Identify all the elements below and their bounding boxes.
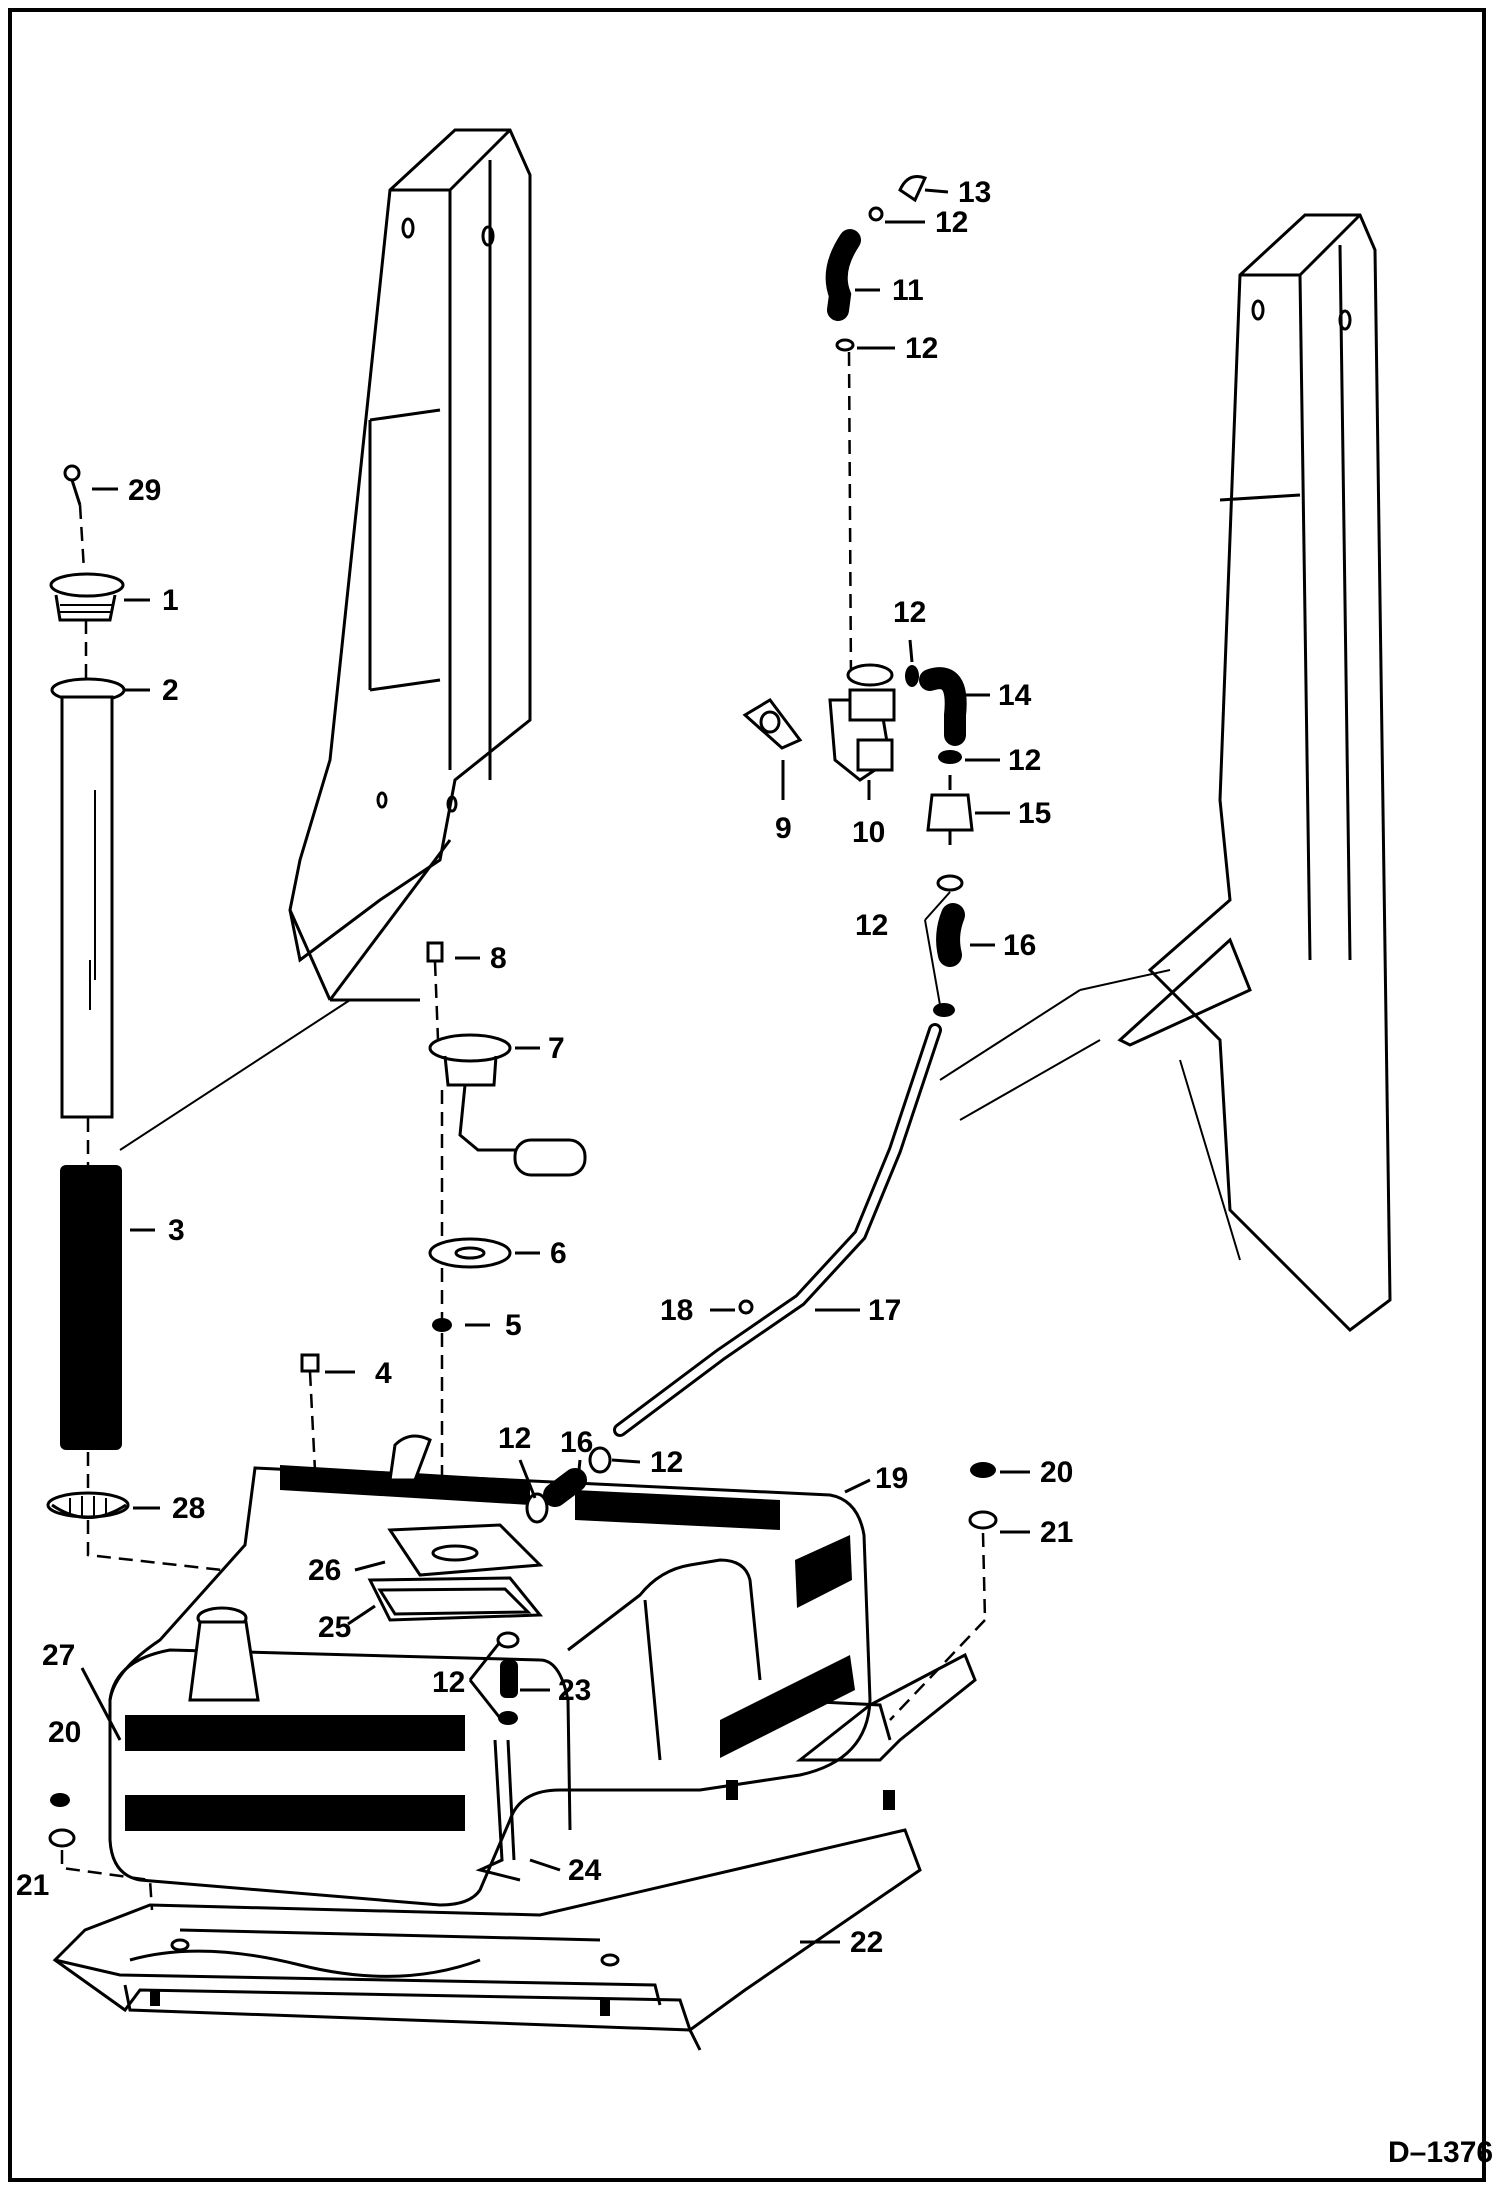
- callout-22: 22: [850, 1926, 883, 1959]
- callout-23: 23: [558, 1674, 591, 1707]
- callout-9: 9: [775, 812, 792, 845]
- left-upright: [119, 128, 532, 1151]
- callout-2: 2: [162, 674, 179, 707]
- callout-26: 26: [308, 1554, 341, 1587]
- callout-20-right: 20: [1040, 1456, 1073, 1489]
- fuel-tank: [108, 1434, 872, 1907]
- right-upright: [939, 213, 1392, 1332]
- callout-29: 29: [128, 474, 161, 507]
- callout-12-filter: 12: [1008, 744, 1041, 777]
- callout-8: 8: [490, 942, 507, 975]
- callout-16-tank: 16: [560, 1426, 593, 1459]
- drawing-code: D–1376: [1388, 2136, 1493, 2169]
- sender-assembly: [300, 941, 587, 1555]
- callout-3: 3: [168, 1214, 185, 1247]
- callout-25: 25: [318, 1611, 351, 1644]
- callout-12-hose: 12: [855, 909, 888, 942]
- callout-19: 19: [875, 1462, 908, 1495]
- callout-7: 7: [548, 1032, 565, 1065]
- callout-1: 1: [162, 584, 179, 617]
- callout-21-left: 21: [16, 1869, 49, 1902]
- callout-13: 13: [958, 176, 991, 209]
- callout-6: 6: [550, 1237, 567, 1270]
- callout-24: 24: [568, 1854, 602, 1887]
- callout-28: 28: [172, 1492, 205, 1525]
- callout-4: 4: [375, 1357, 392, 1390]
- callout-12-tank-a: 12: [498, 1422, 531, 1455]
- filler-assembly: [46, 464, 224, 1610]
- callout-21-right: 21: [1040, 1516, 1073, 1549]
- callout-15: 15: [1018, 797, 1051, 830]
- callout-12-tank-c: 12: [432, 1666, 465, 1699]
- callout-5: 5: [505, 1309, 522, 1342]
- callout-11: 11: [892, 274, 924, 307]
- callout-12-top-b: 12: [905, 332, 938, 365]
- callout-17: 17: [868, 1294, 901, 1327]
- mounting-plate: [48, 1462, 998, 2051]
- callout-12-tank-b: 12: [650, 1446, 683, 1479]
- callout-10: 10: [852, 816, 885, 849]
- leader-lines: [80, 188, 1030, 1944]
- callout-18: 18: [660, 1294, 693, 1327]
- callout-16-hose: 16: [1003, 929, 1036, 962]
- callout-20-left: 20: [48, 1716, 81, 1749]
- pump-assembly: [613, 175, 974, 1437]
- callout-27: 27: [42, 1639, 75, 1672]
- callout-12-top-a: 12: [935, 206, 968, 239]
- callout-labels: 29 1 2 3 28 27 20 21 8 7 6 5 4 26 25 12 …: [16, 176, 1073, 1959]
- callout-14: 14: [998, 679, 1032, 712]
- callout-12-pump: 12: [893, 596, 926, 629]
